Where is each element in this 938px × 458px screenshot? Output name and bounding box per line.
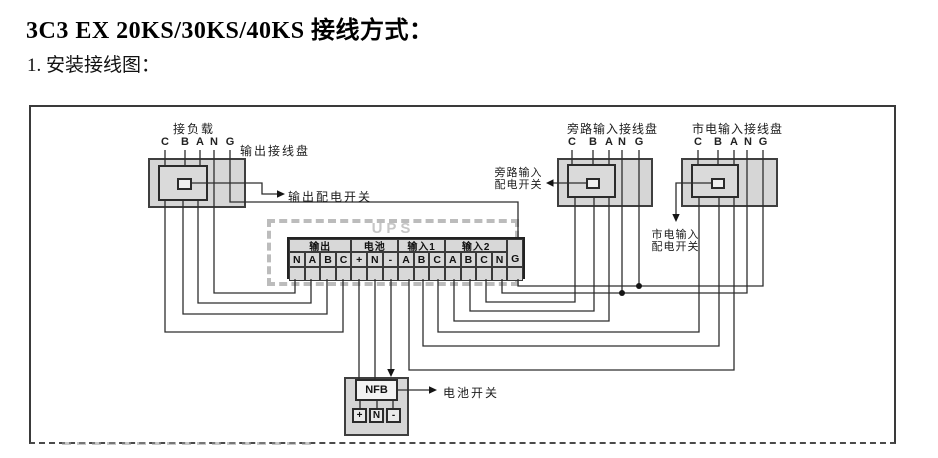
battery-terminal-plus: + xyxy=(352,408,367,423)
battery-terminal-n: N xyxy=(369,408,384,423)
strip-cell: C xyxy=(429,252,445,267)
nfb-breaker-box: NFB xyxy=(355,379,398,401)
mains-terminal-c: C xyxy=(694,136,702,148)
output-terminal-c: C xyxy=(161,136,169,148)
strip-screw-cell xyxy=(304,267,321,281)
output-terminal-a: A xyxy=(196,136,204,148)
strip-cell: - xyxy=(382,252,399,267)
strip-header-input1: 输入1 xyxy=(398,239,445,252)
bypass-terminal-b: B xyxy=(589,136,597,148)
mains-terminal-g: G xyxy=(758,136,768,148)
strip-ground-cell: G xyxy=(507,239,523,267)
battery-terminal-minus: - xyxy=(386,408,401,423)
section-subtitle: 1. 安装接线图： xyxy=(27,55,161,76)
watermark-smudge xyxy=(62,442,312,445)
battery-switch-label: 电池开关 xyxy=(443,386,500,400)
strip-screw-cell xyxy=(382,267,399,281)
strip-screw-cell xyxy=(398,267,414,281)
output-terminal-g: G xyxy=(225,136,235,148)
output-switch-label: 输出配电开关 xyxy=(288,190,373,204)
load-label: 接负载 xyxy=(173,122,216,136)
strip-header-input2: 输入2 xyxy=(445,239,508,252)
mains-board-label: 市电输入接线盘 xyxy=(692,122,784,136)
strip-screw-cell xyxy=(491,267,508,281)
output-terminal-b: B xyxy=(181,136,189,148)
strip-screw-cell xyxy=(507,267,523,281)
mains-terminal-b: B xyxy=(714,136,722,148)
mains-terminal-n: N xyxy=(744,136,752,148)
strip-cell: A xyxy=(398,252,414,267)
bypass-switch-label: 旁路输入 配电开关 xyxy=(494,167,543,191)
output-terminal-n: N xyxy=(210,136,218,148)
bypass-terminal-a: A xyxy=(605,136,613,148)
strip-screw-cell xyxy=(335,267,352,281)
strip-screw-cell xyxy=(413,267,430,281)
strip-screw-cell xyxy=(320,267,336,281)
mains-breaker-square xyxy=(711,178,725,189)
strip-screw-cell xyxy=(351,267,367,281)
ups-label: UPS xyxy=(371,220,415,237)
strip-cell: B xyxy=(460,252,477,267)
bypass-board-label: 旁路输入接线盘 xyxy=(567,122,659,136)
strip-cell: B xyxy=(413,252,430,267)
mains-switch-label: 市电输入 配电开关 xyxy=(651,229,700,253)
bypass-terminal-n: N xyxy=(618,136,626,148)
strip-header-output: 输出 xyxy=(289,239,352,252)
strip-cell: N xyxy=(289,252,305,267)
strip-cell: N xyxy=(367,252,383,267)
output-board-label: 输出接线盘 xyxy=(240,144,311,158)
output-breaker-square xyxy=(177,178,192,190)
strip-cell: B xyxy=(320,252,336,267)
strip-cell: C xyxy=(335,252,352,267)
ups-terminal-strip: 输出 电池 输入1 输入2 G N A B C + N - A B C A B … xyxy=(287,237,525,281)
strip-screw-cell xyxy=(429,267,445,281)
mains-terminal-a: A xyxy=(730,136,738,148)
strip-screw-cell xyxy=(460,267,477,281)
page-title: 3C3 EX 20KS/30KS/40KS 接线方式： xyxy=(26,18,434,44)
strip-header-battery: 电池 xyxy=(351,239,399,252)
strip-screw-cell xyxy=(367,267,383,281)
strip-cell: A xyxy=(304,252,321,267)
strip-cell: N xyxy=(491,252,508,267)
bypass-breaker-square xyxy=(586,178,600,189)
strip-screw-cell xyxy=(445,267,461,281)
strip-screw-cell xyxy=(476,267,492,281)
strip-screw-cell xyxy=(289,267,305,281)
strip-cell: A xyxy=(445,252,461,267)
strip-cell: + xyxy=(351,252,367,267)
bypass-terminal-c: C xyxy=(568,136,576,148)
bypass-terminal-g: G xyxy=(634,136,644,148)
strip-cell: C xyxy=(476,252,492,267)
